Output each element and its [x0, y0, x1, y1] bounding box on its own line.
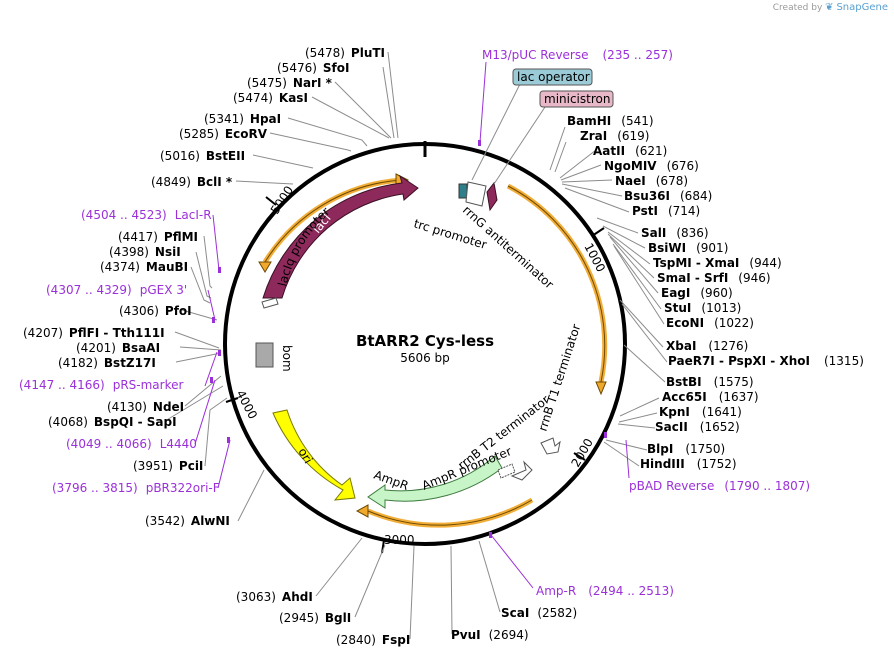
feature-rrnb-t2[interactable] — [510, 460, 533, 481]
site-kpni[interactable]: KpnI(1641) — [659, 405, 742, 419]
site-bsaai[interactable]: (4201)BsaAI — [76, 341, 160, 355]
site-sali[interactable]: SalI(836) — [641, 226, 709, 240]
feature-ampr-promoter[interactable] — [497, 463, 516, 479]
primer-amp-r[interactable]: Amp-R(2494 .. 2513) — [536, 584, 674, 598]
lac-operator-label: lac operator — [517, 70, 590, 84]
plasmid-name: BtARR2 Cys-less — [356, 332, 494, 350]
feature-laciq-promoter[interactable] — [261, 297, 279, 309]
orf-arrowhead-cds — [595, 381, 607, 396]
primer-markers — [210, 140, 607, 538]
snapgene-credit: Created by ❦ SnapGene — [773, 2, 888, 13]
sites-left: (5478)PluTI (5476)SfoI (5475)NarI * (547… — [23, 46, 577, 647]
site-fspi[interactable]: (2840)FspI — [336, 633, 410, 647]
label-bom: bom — [280, 345, 294, 372]
site-blpi[interactable]: BlpI(1750) — [647, 442, 725, 456]
site-eagi[interactable]: EagI(960) — [661, 286, 733, 300]
site-hpai[interactable]: (5341)HpaI — [204, 112, 281, 126]
feature-ori[interactable] — [272, 409, 356, 501]
label-ampr: AmpR — [372, 468, 410, 493]
primer-pgex-3[interactable]: (4307 .. 4329)pGEX 3' — [46, 283, 187, 297]
credit-brand: SnapGene — [836, 2, 888, 13]
primer-laci-r[interactable]: (4504 .. 4523)LacI-R — [81, 208, 212, 222]
primer-m13-puc-reverse[interactable]: M13/pUC Reverse(235 .. 257) — [482, 48, 673, 62]
site-ecorv[interactable]: (5285)EcoRV — [179, 127, 268, 141]
site-scai[interactable]: ScaI(2582) — [501, 606, 577, 620]
site-pflfi[interactable]: (4207)PflFI - Tth111I — [23, 326, 165, 340]
primer-labels: M13/pUC Reverse(235 .. 257) (4504 .. 452… — [19, 48, 810, 598]
site-pflmi[interactable]: (4417)PflMI — [118, 230, 198, 244]
site-tspmi[interactable]: TspMI - XmaI(944) — [653, 256, 782, 270]
orf-arrowhead-ampr — [355, 504, 369, 518]
feature-ampr[interactable] — [367, 455, 503, 509]
primer-pbad-reverse[interactable]: pBAD Reverse(1790 .. 1807) — [629, 479, 810, 493]
feature-lac-operator[interactable] — [458, 183, 468, 199]
feature-bom[interactable] — [255, 342, 274, 368]
label-rrnb-t1: rrnB T1 terminator — [536, 322, 584, 433]
label-ori: ori — [295, 446, 315, 467]
snapgene-logo: ❦ — [825, 2, 834, 13]
box-minicistron[interactable]: minicistron — [493, 90, 614, 185]
site-maubi[interactable]: (4374)MauBI — [100, 260, 188, 274]
site-bsiwi[interactable]: BsiWI(901) — [648, 241, 728, 255]
site-bstz17i[interactable]: (4182)BstZ17I — [58, 356, 156, 370]
primer-l4440[interactable]: (4049 .. 4066)L4440 — [66, 437, 197, 451]
site-bcli[interactable]: (4849)BclI * — [151, 175, 233, 189]
site-sacii[interactable]: SacII(1652) — [655, 420, 740, 434]
feature-rrnb-t1[interactable] — [540, 437, 561, 455]
orf-tail-laci — [258, 261, 272, 273]
site-bstbi[interactable]: BstBI(1575) — [666, 375, 754, 389]
credit-prefix: Created by — [772, 3, 823, 13]
feature-minicistron[interactable] — [486, 181, 498, 212]
site-pvui[interactable]: PvuI(2694) — [451, 628, 529, 642]
site-bamhi[interactable]: BamHI(541) — [567, 114, 654, 128]
site-naei[interactable]: NaeI(678) — [615, 174, 688, 188]
orf-arc-cds — [506, 183, 608, 383]
tick-5000: 5000 — [268, 183, 296, 216]
site-sfoi[interactable]: (5476)SfoI — [277, 61, 349, 75]
site-kasi[interactable]: (5474)KasI — [233, 91, 308, 105]
site-bsteii[interactable]: (5016)BstEII — [160, 149, 245, 163]
site-ngomiv[interactable]: NgoMIV(676) — [604, 159, 699, 173]
site-smai[interactable]: SmaI - SrfI(946) — [657, 271, 771, 285]
plasmid-size: 5606 bp — [400, 351, 450, 365]
site-nari[interactable]: (5475)NarI * — [247, 76, 333, 90]
feature-trc-promoter[interactable] — [465, 181, 487, 207]
site-paer7i[interactable]: PaeR7I - PspXI - XhoI(1315) — [668, 354, 864, 368]
feature-laci[interactable] — [262, 174, 419, 299]
site-pluti[interactable]: (5478)PluTI — [305, 46, 385, 60]
site-acc65i[interactable]: Acc65I(1637) — [662, 390, 759, 404]
leader-lines-right — [549, 126, 668, 467]
primer-prs-marker[interactable]: (4147 .. 4166)pRS-marker — [19, 378, 183, 392]
site-bgli[interactable]: (2945)BglI — [279, 611, 351, 625]
minicistron-label: minicistron — [544, 92, 610, 106]
sites-right: BamHI(541) ZraI(619) AatII(621) NgoMIV(6… — [567, 114, 864, 471]
site-pfoi[interactable]: (4306)PfoI — [119, 304, 192, 318]
site-xbai[interactable]: XbaI(1276) — [666, 339, 748, 353]
tick-3000: 3000 — [384, 533, 415, 547]
site-aatii[interactable]: AatII(621) — [593, 144, 667, 158]
site-ndei[interactable]: (4130)NdeI — [107, 400, 184, 414]
box-lac-operator[interactable]: lac operator — [471, 68, 593, 181]
site-stui[interactable]: StuI(1013) — [664, 301, 741, 315]
site-econi[interactable]: EcoNI(1022) — [666, 316, 754, 330]
site-pcii[interactable]: (3951)PciI — [133, 459, 203, 473]
primer-pbr322ori-f[interactable]: (3796 .. 3815)pBR322ori-F — [52, 481, 220, 495]
site-nsii[interactable]: (4398)NsiI — [109, 245, 181, 259]
site-psti[interactable]: PstI(714) — [632, 204, 700, 218]
site-alwni[interactable]: (3542)AlwNI — [145, 514, 230, 528]
leader-lines-left — [164, 51, 501, 640]
site-bspqi[interactable]: (4068)BspQI - SapI — [48, 415, 177, 429]
site-bsu36i[interactable]: Bsu36I(684) — [624, 189, 712, 203]
primer-leaders — [194, 61, 630, 589]
site-hindiii[interactable]: HindIII(1752) — [640, 457, 737, 471]
site-zrai[interactable]: ZraI(619) — [580, 129, 649, 143]
site-ahdi[interactable]: (3063)AhdI — [236, 590, 313, 604]
